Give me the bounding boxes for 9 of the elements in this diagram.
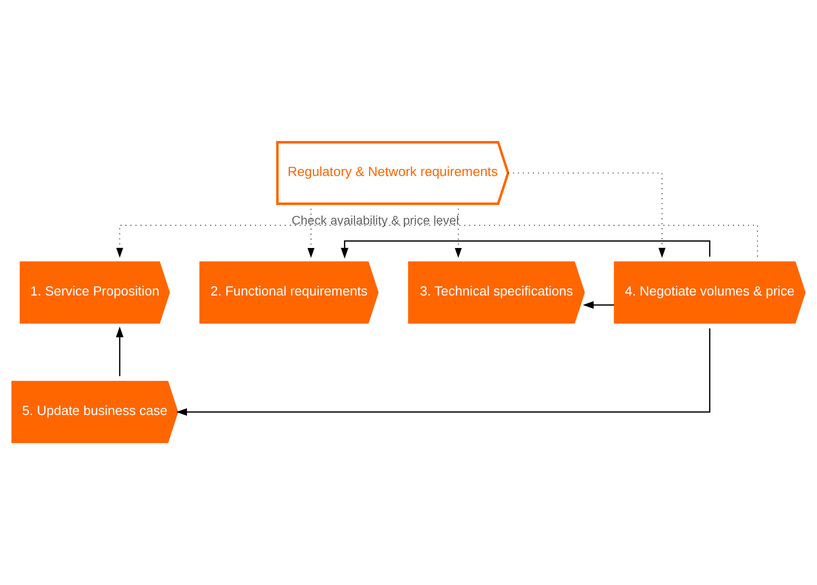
arrow [116, 224, 758, 258]
arrow [308, 208, 314, 258]
edge-label: Check availability & price level [292, 213, 459, 228]
arrow [582, 301, 614, 309]
arrow [508, 172, 666, 258]
arrow [116, 326, 124, 376]
arrow [340, 240, 710, 259]
arrow [454, 208, 462, 258]
arrow [176, 328, 710, 416]
